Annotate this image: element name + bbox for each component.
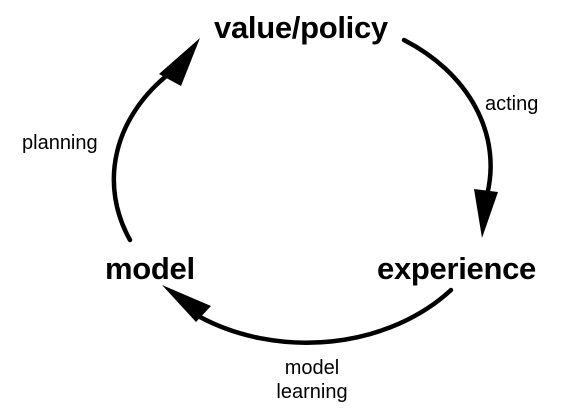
edge-label-model-learning-line-2: learning — [276, 381, 348, 403]
arrowhead-acting — [474, 189, 498, 238]
node-value-policy: value/policy — [214, 10, 388, 45]
arrowhead-planning — [159, 38, 200, 86]
arc-model-learning — [197, 287, 454, 345]
arc-planning — [111, 70, 173, 243]
arc-acting — [401, 37, 493, 198]
edge-label-model-learning-line-1: model — [284, 357, 340, 379]
edge-label-acting: acting — [485, 93, 539, 115]
edge-label-planning: planning — [22, 132, 98, 154]
node-experience: experience — [377, 251, 536, 286]
node-model: model — [105, 251, 195, 286]
arrowhead-model-learning — [162, 285, 211, 322]
edge-label-model-learning: model learning — [262, 356, 362, 404]
